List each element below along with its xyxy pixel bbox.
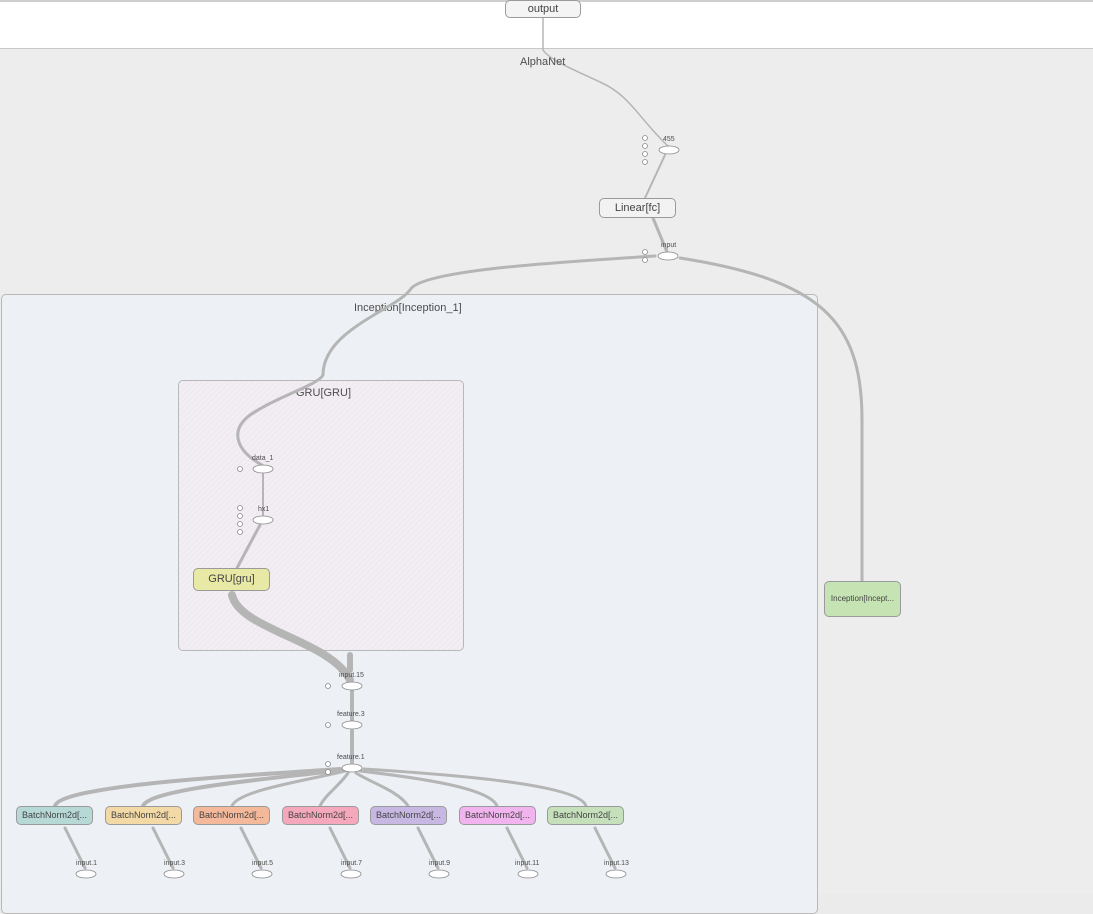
input-label: input.13	[604, 860, 629, 867]
edge-in1	[63, 826, 87, 870]
input-label: input.1	[76, 860, 98, 867]
op-input15-label: input.15	[339, 672, 364, 679]
op-455-label: 455	[663, 136, 675, 143]
edge-bn6	[358, 769, 499, 808]
input-label: input.7	[341, 860, 363, 867]
edge-in4	[328, 826, 352, 870]
edge-bn1	[53, 767, 342, 808]
inception-other-node[interactable]: Inception[Incept...	[824, 581, 901, 617]
const-circle	[642, 159, 648, 165]
linear-fc-node[interactable]: Linear[fc]	[599, 198, 676, 218]
edge-inception-other-input	[678, 256, 864, 583]
input-label: input.9	[429, 860, 451, 867]
edge-linear-455	[644, 154, 666, 199]
batchnorm-node[interactable]: BatchNorm2d[...	[16, 806, 93, 825]
op-data1-label: data_1	[252, 455, 274, 462]
input-label: input.5	[252, 860, 274, 867]
const-circle	[325, 722, 331, 728]
edge-gru-inner	[235, 523, 262, 570]
op-inner-ellipse	[252, 515, 274, 525]
alphanet-label: AlphaNet	[520, 56, 566, 68]
edge-data1-out	[236, 373, 325, 467]
batchnorm-node[interactable]: BatchNorm2d[...	[193, 806, 270, 825]
batchnorm-node[interactable]: BatchNorm2d[...	[547, 806, 624, 825]
edge-in2	[151, 826, 175, 870]
op-input11-ellipse	[517, 869, 539, 879]
edge-in3	[239, 826, 263, 870]
op-input13-ellipse	[605, 869, 627, 879]
gru-group-label: GRU[GRU]	[296, 387, 351, 399]
op-input3-ellipse	[163, 869, 185, 879]
op-input5-ellipse	[251, 869, 273, 879]
gru-group[interactable]: GRU[GRU]	[178, 380, 464, 651]
op-455-ellipse	[658, 145, 680, 155]
const-circle	[237, 529, 243, 535]
const-circle	[237, 466, 243, 472]
edge-input-linear	[651, 216, 669, 254]
const-circle	[325, 769, 331, 775]
op-input-label: input	[661, 242, 677, 249]
const-circle	[642, 257, 648, 263]
input-label: input.3	[164, 860, 186, 867]
batchnorm-node[interactable]: BatchNorm2d[...	[370, 806, 447, 825]
edge-input15-gru	[228, 591, 354, 684]
op-input15-ellipse	[341, 681, 363, 691]
edge-bn2	[141, 768, 344, 808]
edge-in6	[505, 826, 529, 870]
op-input7-ellipse	[340, 869, 362, 879]
edge-bn7	[362, 767, 588, 808]
edge-inception-input	[321, 254, 657, 377]
op-input-ellipse	[657, 251, 679, 261]
const-circle	[642, 143, 648, 149]
gru-module-node[interactable]: GRU[gru]	[193, 568, 270, 591]
op-input9-ellipse	[428, 869, 450, 879]
edge-bn5	[354, 771, 410, 808]
const-circle	[237, 505, 243, 511]
batchnorm-node[interactable]: BatchNorm2d[...	[105, 806, 182, 825]
edge-bn3	[230, 769, 347, 808]
edge-in7	[593, 826, 617, 870]
const-circle	[237, 513, 243, 519]
op-inner-label: hx1	[258, 506, 270, 513]
const-circle	[325, 761, 331, 767]
const-circle	[642, 135, 648, 141]
const-circle	[642, 151, 648, 157]
batchnorm-node[interactable]: BatchNorm2d[...	[282, 806, 359, 825]
const-circle	[237, 521, 243, 527]
op-feature3-label: feature.3	[337, 711, 365, 718]
op-feature3-ellipse	[341, 720, 363, 730]
edge-in5	[416, 826, 440, 870]
const-circle	[642, 249, 648, 255]
const-circle	[325, 683, 331, 689]
op-feature1-label: feature.1	[337, 754, 365, 761]
op-feature1-ellipse	[341, 763, 363, 773]
edge-layer	[53, 17, 864, 879]
edge-bn4	[318, 771, 350, 808]
batchnorm-node[interactable]: BatchNorm2d[...	[459, 806, 536, 825]
edge-455-output	[542, 49, 669, 147]
op-input1-ellipse	[75, 869, 97, 879]
input-label: input.11	[515, 860, 540, 867]
op-data1-ellipse	[252, 464, 274, 474]
output-node[interactable]: output	[505, 0, 581, 18]
